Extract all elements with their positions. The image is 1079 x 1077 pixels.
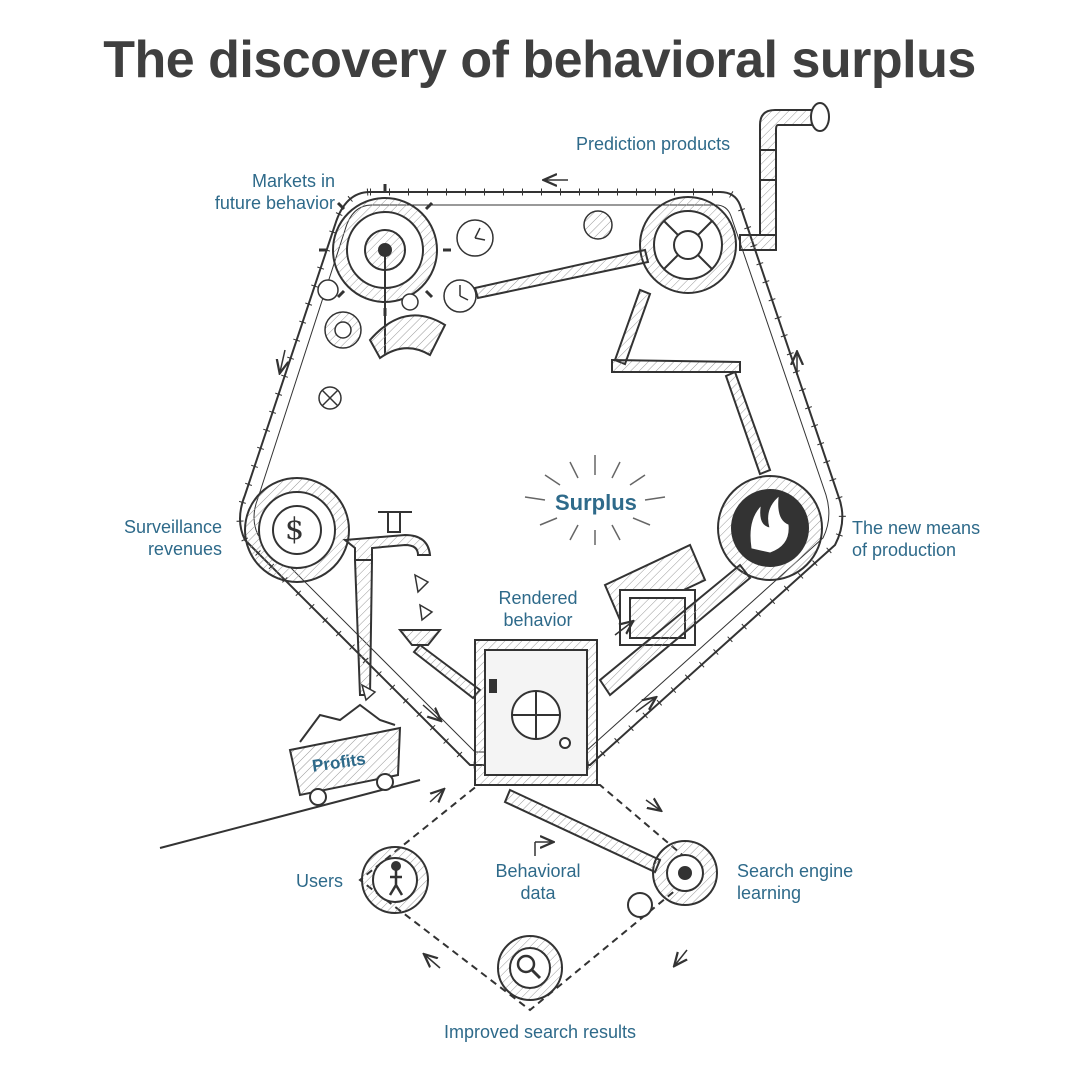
label-search-engine-learning: Search engine learning <box>737 860 853 904</box>
search-engine-gear <box>627 840 718 918</box>
label-markets-future: Markets in future behavior <box>150 170 335 214</box>
label-behavioral-line2: data <box>520 883 556 903</box>
label-surplus: Surplus <box>555 490 637 515</box>
funnel <box>397 629 482 700</box>
flow-arrows <box>280 180 797 969</box>
revenues-gear <box>244 477 350 583</box>
surplus-burst <box>524 455 666 545</box>
small-gears <box>317 210 613 410</box>
dollar-icon: $ <box>285 512 305 547</box>
label-markets-line1: Markets in <box>251 171 335 191</box>
label-surveillance-revenues: Surveillance revenues <box>60 516 222 560</box>
label-rendered-line2: behavior <box>503 610 573 630</box>
label-surveillance-line2: revenues <box>147 539 222 559</box>
data-belt <box>503 788 662 874</box>
label-new-means-line1: The new means <box>852 518 981 538</box>
profits-cart <box>159 703 421 849</box>
chain-belt <box>598 563 752 697</box>
label-new-means-line2: of production <box>852 540 957 560</box>
furnace-gear <box>717 475 823 581</box>
faucet <box>342 511 432 696</box>
label-markets-line2: future behavior <box>214 193 335 213</box>
label-users: Users <box>296 871 344 891</box>
label-prediction-products: Prediction products <box>576 134 731 154</box>
connecting-rods <box>473 248 772 476</box>
prediction-gear <box>639 196 737 294</box>
markets-gear <box>319 184 451 360</box>
prediction-pipe <box>739 102 830 251</box>
users-gear <box>361 846 429 914</box>
improved-search-gear <box>497 935 563 1001</box>
label-behavioral-data: Behavioral data <box>478 860 598 904</box>
page-title: The discovery of behavioral surplus <box>103 31 976 89</box>
label-new-means: The new means of production <box>852 517 980 561</box>
label-surveillance-line1: Surveillance <box>123 517 222 537</box>
label-search-engine-line2: learning <box>737 883 802 903</box>
label-behavioral-line1: Behavioral <box>495 861 581 881</box>
surplus-chest <box>603 543 707 646</box>
falling-shards <box>360 573 434 702</box>
label-rendered-line1: Rendered <box>498 588 578 608</box>
label-improved-search: Improved search results <box>443 1022 637 1042</box>
label-search-engine-line1: Search engine <box>737 861 854 881</box>
label-rendered-behavior: Rendered behavior <box>478 587 598 631</box>
safe <box>474 639 598 786</box>
